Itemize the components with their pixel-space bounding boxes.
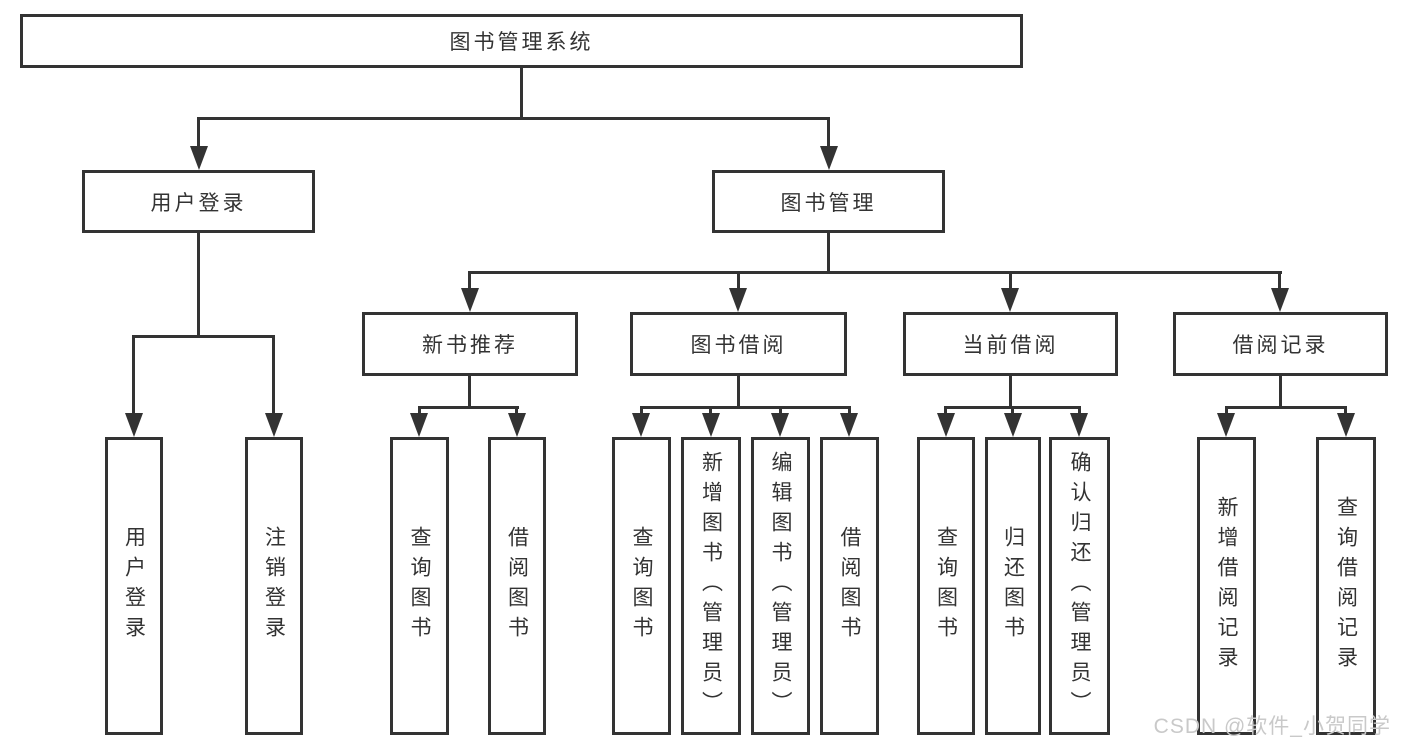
connector-level2-bar [197, 117, 830, 120]
arrow-down-icon [410, 413, 428, 437]
connector-stem [640, 406, 643, 418]
connector-stem [1278, 271, 1281, 291]
arrow-down-icon [125, 413, 143, 437]
connector-stem [848, 406, 851, 418]
leaf-user-login: 用户登录 [105, 437, 163, 735]
node-current-borrow-label: 当前借阅 [962, 334, 1059, 357]
leaf-borrow-query-book: 查询图书 [612, 437, 671, 735]
arrow-down-icon [840, 413, 858, 437]
node-new-book-recommend-label: 新书推荐 [422, 334, 518, 357]
leaf-recommend-query-book: 查询图书 [390, 437, 449, 735]
node-new-book-recommend: 新书推荐 [362, 312, 578, 376]
node-book-borrow: 图书借阅 [630, 312, 847, 376]
connector-bar [1225, 406, 1347, 409]
node-book-borrow-label: 图书借阅 [690, 334, 787, 357]
connector-login-drop [197, 233, 200, 338]
connector-stem [944, 406, 947, 418]
arrow-down-icon [461, 288, 479, 312]
connector-bar [418, 406, 519, 409]
connector-level3-bar [468, 271, 1282, 274]
leaf-borrow-add-book-admin: 新增图书（管理员） [681, 437, 741, 735]
arrow-down-icon [1004, 413, 1022, 437]
arrow-down-icon [729, 288, 747, 312]
leaf-current-return-book: 归还图书 [985, 437, 1041, 735]
leaf-borrow-borrow-book: 借阅图书 [820, 437, 879, 735]
connector-login-bar [132, 335, 275, 338]
connector-stem [132, 335, 135, 417]
node-user-login: 用户登录 [82, 170, 315, 233]
connector-manage-stem [827, 117, 830, 149]
node-book-manage: 图书管理 [712, 170, 945, 233]
arrow-down-icon [1217, 413, 1235, 437]
arrow-down-icon [1337, 413, 1355, 437]
connector-login-stem [197, 117, 200, 149]
connector-stem [709, 406, 712, 418]
connector-stem [515, 406, 518, 418]
arrow-down-icon [265, 413, 283, 437]
connector-stem [1009, 271, 1012, 291]
arrow-down-icon [702, 413, 720, 437]
arrow-down-icon [820, 146, 838, 170]
connector-bar [640, 406, 851, 409]
node-current-borrow: 当前借阅 [903, 312, 1118, 376]
arrow-down-icon [1001, 288, 1019, 312]
connector-drop [737, 376, 740, 409]
connector-root-drop [520, 68, 523, 120]
arrow-down-icon [937, 413, 955, 437]
node-user-login-label: 用户登录 [150, 191, 247, 215]
arrow-down-icon [1271, 288, 1289, 312]
leaf-record-add-record: 新增借阅记录 [1197, 437, 1256, 735]
leaf-logout-login: 注销登录 [245, 437, 303, 735]
arrow-down-icon [1070, 413, 1088, 437]
connector-drop [1279, 376, 1282, 409]
connector-stem [1011, 406, 1014, 418]
arrow-down-icon [508, 413, 526, 437]
leaf-recommend-borrow-book: 借阅图书 [488, 437, 546, 735]
node-root-label: 图书管理系统 [449, 31, 594, 54]
node-borrow-record-label: 借阅记录 [1232, 334, 1329, 357]
connector-stem [272, 335, 275, 417]
connector-stem [1225, 406, 1228, 418]
csdn-watermark: CSDN @软件_小贺同学 [1153, 715, 1391, 738]
connector-stem [468, 271, 471, 291]
connector-stem [1344, 406, 1347, 418]
leaf-record-query-record: 查询借阅记录 [1316, 437, 1376, 735]
connector-drop [468, 376, 471, 409]
connector-stem [779, 406, 782, 418]
node-borrow-record: 借阅记录 [1173, 312, 1388, 376]
leaf-current-query-book: 查询图书 [917, 437, 975, 735]
leaf-borrow-edit-book-admin: 编辑图书（管理员） [751, 437, 810, 735]
node-root: 图书管理系统 [20, 14, 1023, 68]
arrow-down-icon [632, 413, 650, 437]
connector-stem [1078, 406, 1081, 418]
connector-manage-drop [827, 233, 830, 274]
leaf-current-confirm-return-admin: 确认归还（管理员） [1049, 437, 1110, 735]
arrow-down-icon [771, 413, 789, 437]
node-book-manage-label: 图书管理 [780, 191, 877, 215]
connector-drop [1009, 376, 1012, 409]
connector-stem [418, 406, 421, 418]
connector-stem [737, 271, 740, 291]
arrow-down-icon [190, 146, 208, 170]
